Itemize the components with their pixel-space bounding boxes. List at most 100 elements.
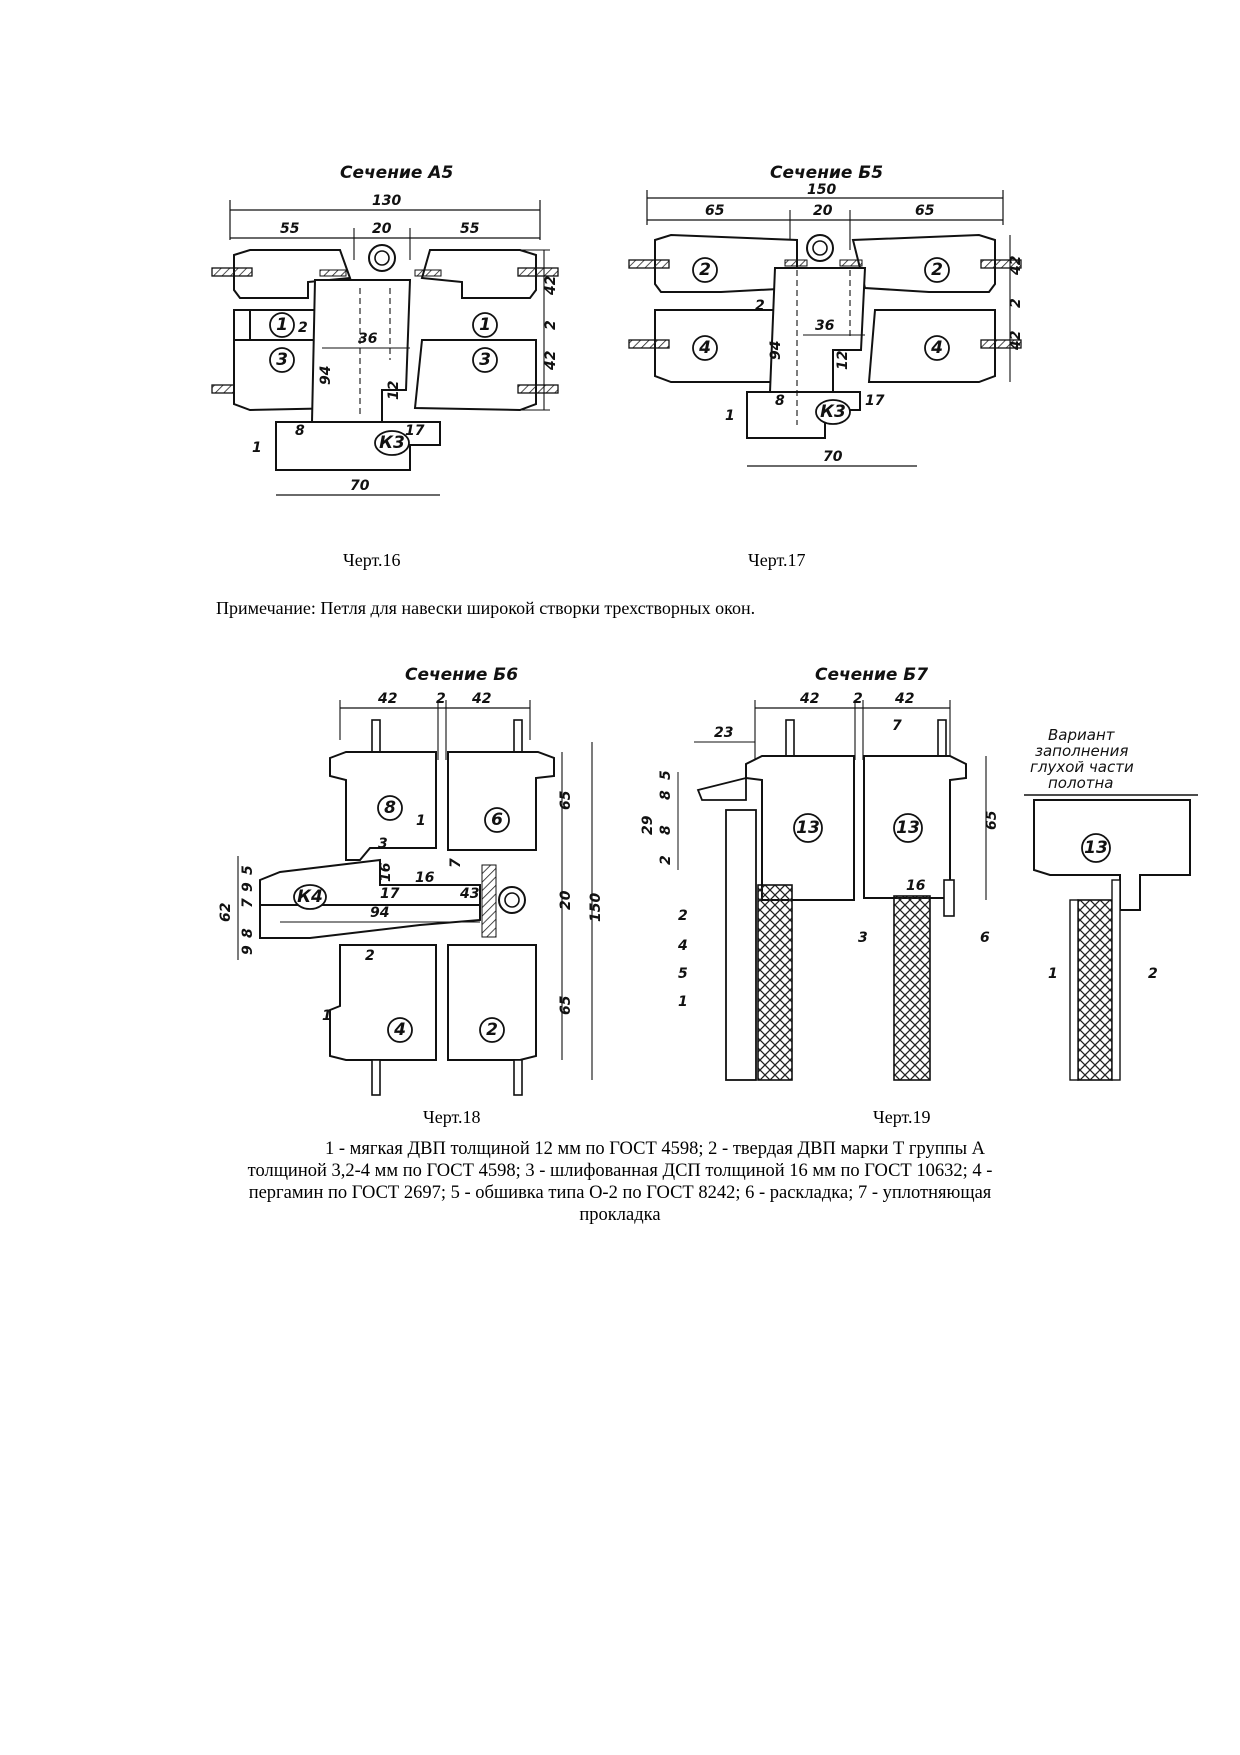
variant-line-3: глухой части: [1030, 758, 1134, 776]
section-title: Сечение А5: [340, 163, 453, 183]
dim-right: 42: [894, 691, 914, 707]
legend: 1 - мягкая ДВП толщиной 12 мм по ГОСТ 45…: [190, 1138, 1050, 1226]
callout-4b: 4: [930, 338, 943, 358]
leader-4: 4: [677, 938, 688, 954]
dim-d: 9: [240, 945, 256, 955]
dim-h-top: 42: [1008, 256, 1024, 276]
dim-step: 12: [835, 351, 851, 370]
callout-small-1: 1: [322, 1008, 332, 1024]
callout-1b: 1: [479, 315, 491, 335]
dim-left: 55: [280, 221, 300, 237]
callout-1: 1: [276, 315, 288, 335]
callout-4: 4: [393, 1020, 406, 1040]
callout-4: 4: [698, 338, 711, 358]
dim-hinge: 36: [815, 318, 835, 334]
variant-line-1: Вариант: [1048, 726, 1116, 744]
dim-mid: 20: [372, 221, 392, 237]
legend-line: 1 - мягкая ДВП толщиной 12 мм по ГОСТ 45…: [325, 1139, 985, 1159]
dim-a: 5: [658, 770, 674, 780]
note: Примечание: Петля для навески широкой ст…: [216, 598, 756, 618]
dim-inner1: 1: [416, 813, 426, 829]
dim-w16: 16: [906, 878, 926, 894]
dim-h-bot: 42: [1008, 331, 1024, 351]
dim-small-gap: 2: [755, 298, 765, 314]
caption-drawing-19: Черт.19: [873, 1107, 931, 1127]
callout-2b: 2: [931, 260, 943, 280]
dim-lip: 8: [775, 393, 785, 409]
dim-side: 62: [218, 903, 234, 922]
dim-b: 8: [658, 790, 674, 800]
dim-right: 42: [471, 691, 491, 707]
dim-inner17: 17: [380, 886, 400, 902]
leader-5: 5: [678, 966, 688, 982]
dim-inner7: 7: [448, 858, 464, 868]
dim-step: 12: [386, 381, 402, 400]
callout-13b: 13: [896, 818, 920, 838]
dim-left: 42: [377, 691, 397, 707]
callout-6: 6: [491, 810, 503, 830]
legend-line: прокладка: [579, 1205, 661, 1225]
legend-line: пергамин по ГОСТ 2697; 5 - обшивка типа …: [248, 1183, 992, 1203]
dim-h-bot: 42: [543, 351, 559, 371]
dim-a: 5: [240, 865, 256, 875]
callout-3: 3: [276, 350, 288, 370]
drawing-section-a5: Сечение А5 130 55 20 55 42 2 42 36 94 12…: [210, 160, 610, 540]
dim-h-top: 65: [558, 790, 574, 810]
dim-inner43: 43: [459, 886, 479, 902]
dim-inner3: 3: [378, 836, 388, 852]
dim-c: 29: [640, 815, 656, 835]
callout-13: 13: [796, 818, 820, 838]
dim-b: 9: [240, 882, 256, 892]
dim-small-gap: 2: [298, 320, 308, 336]
dim-h65: 65: [984, 810, 1000, 830]
callout-13c: 13: [1084, 838, 1108, 858]
dim-base: 70: [350, 478, 370, 494]
drawing-section-b7: Сечение Б7 42 2 42 23 7 65 5 8 29 8 2 16…: [640, 660, 1210, 1081]
dim-d: 8: [658, 825, 674, 835]
dim-gap: 2: [1008, 298, 1024, 308]
callout-k4: К4: [297, 887, 323, 907]
dim-left: 42: [799, 691, 819, 707]
dim-right: 55: [460, 221, 480, 237]
dim-overall: 130: [372, 193, 401, 209]
callout-small-1: 1: [725, 408, 735, 424]
callout-2: 2: [486, 1020, 498, 1040]
variant-line-4: полотна: [1048, 774, 1114, 792]
dim-h-mid: 20: [558, 890, 574, 910]
dim-c: 7: [240, 898, 256, 908]
dim-overall: 150: [807, 182, 836, 198]
callout-small-1: 1: [252, 440, 262, 456]
legend-line: толщиной 3,2-4 мм по ГОСТ 4598; 3 - шлиф…: [247, 1161, 993, 1181]
leader-3: 3: [858, 930, 868, 946]
callout-k3: К3: [820, 402, 846, 422]
dim-shoulder: 17: [405, 423, 425, 439]
dim-mid: 2: [436, 691, 446, 707]
leader-2b: 2: [1148, 966, 1158, 982]
section-title: Сечение Б5: [770, 163, 883, 183]
section-title: Сечение Б6: [405, 665, 518, 685]
drawing-section-b5: Сечение Б5 150 65 20 65 42 2 42 36 94 12…: [625, 160, 1085, 540]
dim-inner16a: 16: [378, 862, 394, 882]
dim-depth: 94: [318, 366, 334, 385]
callout-k3: К3: [379, 433, 405, 453]
caption-drawing-16: Черт.16: [343, 550, 401, 570]
dim-left: 65: [705, 203, 725, 219]
callout-3b: 3: [479, 350, 491, 370]
dim-mid: 20: [813, 203, 833, 219]
leader-1: 1: [678, 994, 688, 1010]
dim-e: 2: [658, 855, 674, 865]
dim-offset: 23: [714, 725, 733, 741]
dim-h-total: 150: [588, 893, 604, 922]
dim-inner94: 94: [370, 905, 389, 921]
dim-right: 65: [915, 203, 935, 219]
callout-2: 2: [699, 260, 711, 280]
dim-gap: 2: [543, 320, 559, 330]
leader-1b: 1: [1048, 966, 1058, 982]
variant-line-2: заполнения: [1035, 742, 1128, 760]
dim-e: 8: [240, 928, 256, 938]
dim-h-top: 42: [543, 276, 559, 296]
dim-depth: 94: [768, 341, 784, 360]
dim-shoulder: 17: [865, 393, 885, 409]
dim-h-bot: 65: [558, 995, 574, 1015]
dim-hinge: 36: [358, 331, 378, 347]
